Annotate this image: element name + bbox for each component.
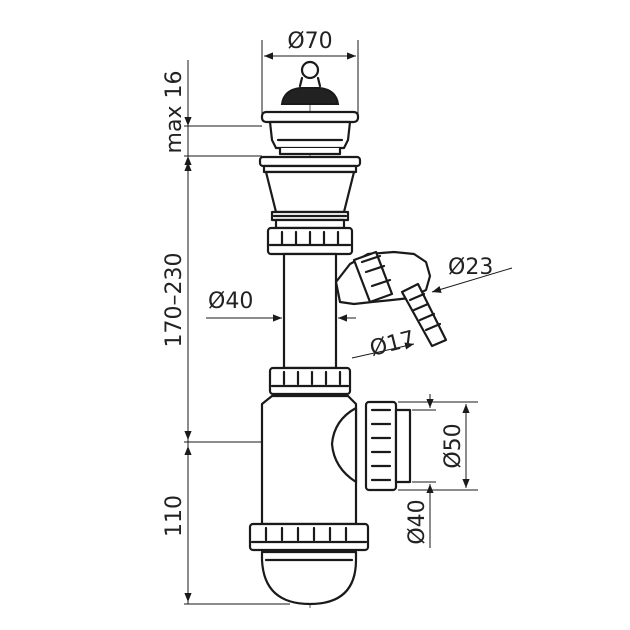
bottom-height-label: 110 — [162, 495, 187, 537]
dimension-pipe-diameter: Ø40 — [206, 289, 356, 322]
top-diameter-label: Ø70 — [287, 29, 332, 54]
trap-body — [260, 394, 358, 526]
vertical-pipe — [282, 252, 338, 370]
flange-height-label: max 16 — [162, 71, 187, 154]
pipe-diameter-label: Ø40 — [208, 289, 253, 314]
side-inlet-outer-label: Ø23 — [448, 255, 493, 280]
dimension-outlet: Ø50 Ø40 — [398, 394, 478, 548]
lower-coupling-nut — [268, 366, 352, 396]
upper-coupling-nut — [266, 226, 354, 256]
dimension-top-diameter: Ø70 — [261, 29, 359, 118]
trap-outlet — [364, 400, 412, 492]
outlet-inner-label: Ø40 — [405, 499, 430, 544]
bottom-coupling-nut — [248, 522, 370, 552]
upper-funnel — [264, 170, 356, 230]
sink-strainer — [260, 60, 360, 156]
side-inlet-connector — [334, 250, 448, 348]
side-inlet-inner-label: Ø17 — [367, 327, 417, 362]
body-height-label: 170–230 — [162, 253, 187, 348]
bottom-cap — [260, 550, 358, 606]
dimension-side-inlet: Ø23 Ø17 — [351, 255, 513, 362]
strainer-gasket — [258, 155, 362, 174]
dimension-left-chain: max 16 170–230 110 — [162, 60, 300, 605]
outlet-outer-label: Ø50 — [441, 423, 466, 468]
